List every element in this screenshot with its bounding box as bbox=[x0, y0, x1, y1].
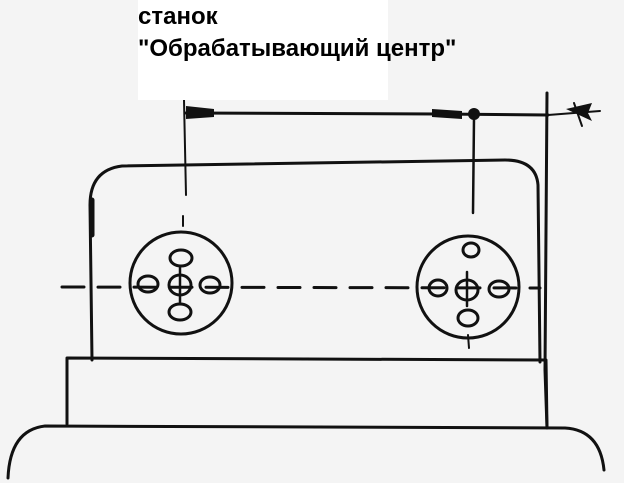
left-spindle-head bbox=[128, 215, 234, 336]
title-block: станок "Обрабатывающий центр" bbox=[138, 0, 456, 100]
machine-housing bbox=[88, 158, 542, 364]
title-line-2: "Обрабатывающий центр" bbox=[138, 35, 457, 62]
rail-markers bbox=[186, 102, 592, 127]
right-spindle-head bbox=[415, 234, 521, 349]
center-axis bbox=[60, 285, 542, 290]
spindle-hanger-right bbox=[471, 116, 476, 215]
machine-bed bbox=[6, 424, 606, 480]
base-plate bbox=[65, 356, 549, 429]
title-line-1: станок bbox=[138, 3, 218, 30]
